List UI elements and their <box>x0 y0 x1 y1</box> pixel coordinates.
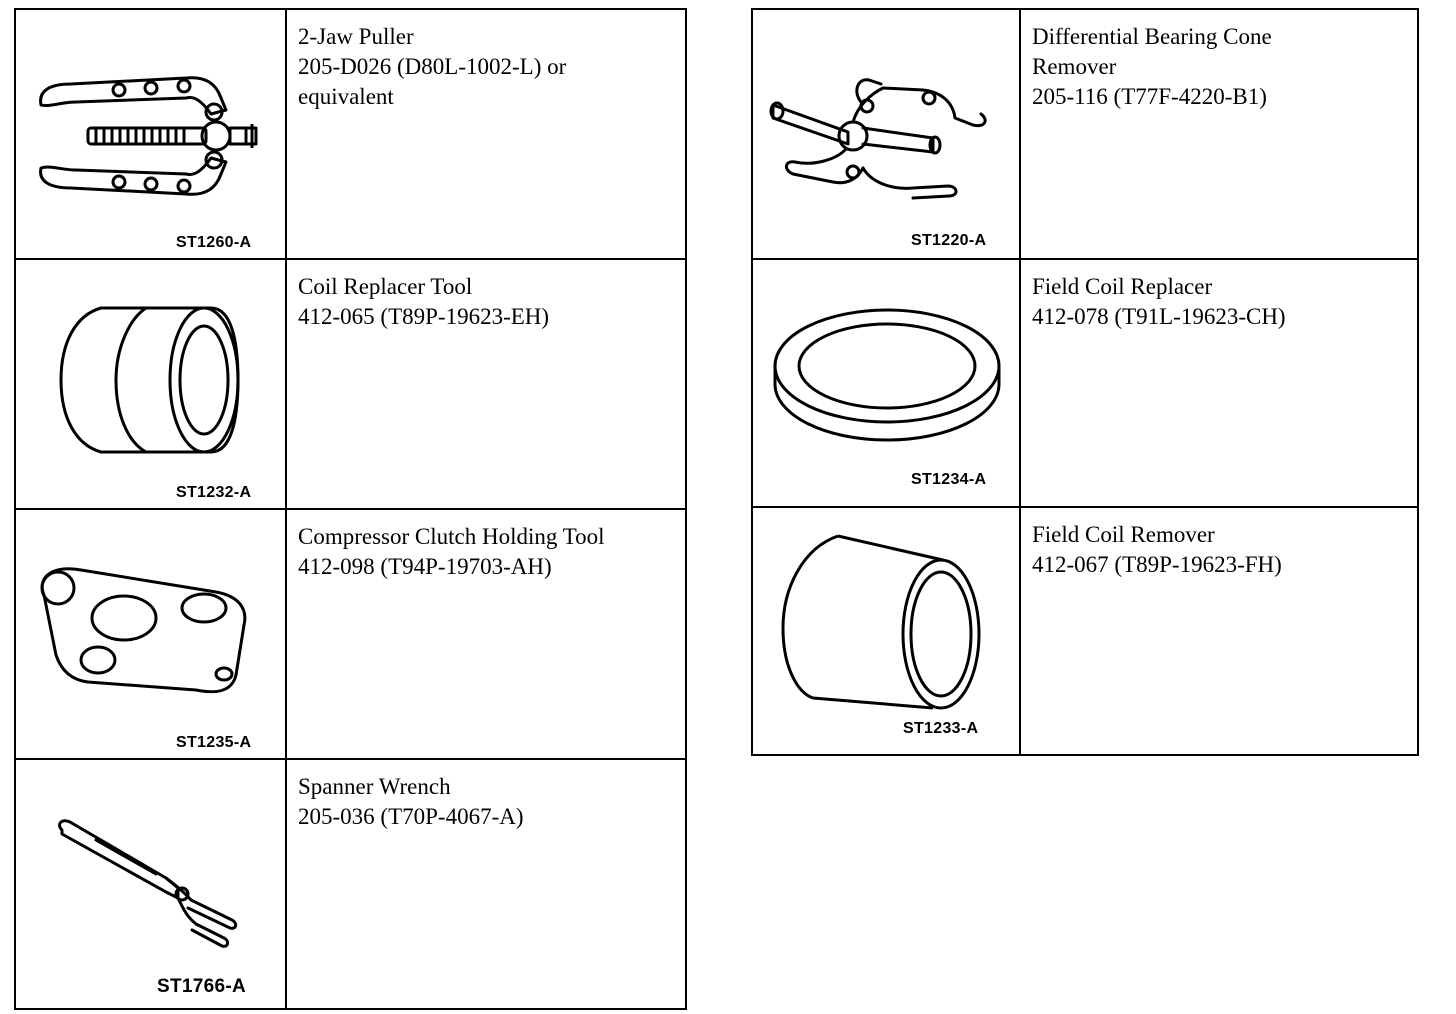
tool-description-cell: Field Coil Replacer 412-078 (T91L-19623-… <box>1019 258 1419 508</box>
tool-description-cell: Coil Replacer Tool 412-065 (T89P-19623-E… <box>285 258 687 510</box>
coil-replacer-tool-icon <box>59 306 240 454</box>
tool-illustration-cell: ST1233-A <box>751 506 1021 756</box>
tool-row: ST1766-A Spanner Wrench 205-036 (T70P-40… <box>14 758 687 1010</box>
tool-description-cell: Spanner Wrench 205-036 (T70P-4067-A) <box>285 758 687 1010</box>
bearing-cone-remover-icon <box>769 78 987 200</box>
special-tools-table-left: ST1260-A 2-Jaw Puller 205-D026 (D80L-100… <box>14 8 687 1010</box>
two-jaw-puller-icon <box>39 76 258 196</box>
tool-description-cell: Differential Bearing Cone Remover 205-11… <box>1019 8 1419 260</box>
tool-illustration-cell: ST1235-A <box>14 508 287 760</box>
tool-name: Compressor Clutch Holding Tool <box>298 524 605 549</box>
tool-name: Field Coil Remover <box>1032 522 1215 547</box>
tool-illustration-cell: ST1234-A <box>751 258 1021 508</box>
tool-number: 412-065 (T89P-19623-EH) <box>298 304 550 329</box>
tool-row: ST1235-A Compressor Clutch Holding Tool … <box>14 508 687 760</box>
spanner-wrench-icon <box>58 819 238 948</box>
tool-code-label: ST1766-A <box>157 976 246 997</box>
tool-description-cell: 2-Jaw Puller 205-D026 (D80L-1002-L) or e… <box>285 8 687 260</box>
tool-number: 205-116 (T77F-4220-B1) <box>1032 84 1267 109</box>
tool-name: Coil Replacer Tool <box>298 274 473 299</box>
tool-row: ST1233-A Field Coil Remover 412-067 (T89… <box>751 506 1419 756</box>
tool-name: Field Coil Replacer <box>1032 274 1213 299</box>
tool-illustration-cell: ST1232-A <box>14 258 287 510</box>
clutch-holding-tool-icon <box>40 567 247 694</box>
field-coil-replacer-ring-icon <box>773 308 1001 442</box>
tool-number: 205-036 (T70P-4067-A) <box>298 804 524 829</box>
tool-row: ST1234-A Field Coil Replacer 412-078 (T9… <box>751 258 1419 508</box>
tool-number: 205-D026 (D80L-1002-L) or <box>298 54 567 79</box>
tool-row: ST1220-A Differential Bearing Cone Remov… <box>751 8 1419 260</box>
special-tools-table-right: ST1220-A Differential Bearing Cone Remov… <box>751 8 1419 756</box>
tool-code-label: ST1233-A <box>903 720 979 737</box>
tool-number: 412-067 (T89P-19623-FH) <box>1032 552 1282 577</box>
tool-name-continued: Remover <box>1032 54 1117 79</box>
tool-code-label: ST1260-A <box>176 234 252 251</box>
tool-code-label: ST1235-A <box>176 734 252 751</box>
tool-note: equivalent <box>298 84 394 109</box>
tool-illustration-cell: ST1220-A <box>751 8 1021 260</box>
tool-description-cell: Field Coil Remover 412-067 (T89P-19623-F… <box>1019 506 1419 756</box>
tool-name: Differential Bearing Cone <box>1032 24 1272 49</box>
tool-illustration-cell: ST1766-A <box>14 758 287 1010</box>
tool-row: ST1232-A Coil Replacer Tool 412-065 (T89… <box>14 258 687 510</box>
tool-code-label: ST1234-A <box>911 471 987 488</box>
tool-code-label: ST1220-A <box>911 232 987 249</box>
tool-number: 412-078 (T91L-19623-CH) <box>1032 304 1286 329</box>
tool-name: 2-Jaw Puller <box>298 24 414 49</box>
tool-description-cell: Compressor Clutch Holding Tool 412-098 (… <box>285 508 687 760</box>
tool-number: 412-098 (T94P-19703-AH) <box>298 554 552 579</box>
tool-illustration-cell: ST1260-A <box>14 8 287 260</box>
tool-name: Spanner Wrench <box>298 774 451 799</box>
tool-row: ST1260-A 2-Jaw Puller 205-D026 (D80L-100… <box>14 8 687 260</box>
field-coil-remover-cylinder-icon <box>781 534 981 710</box>
tool-code-label: ST1232-A <box>176 484 252 501</box>
